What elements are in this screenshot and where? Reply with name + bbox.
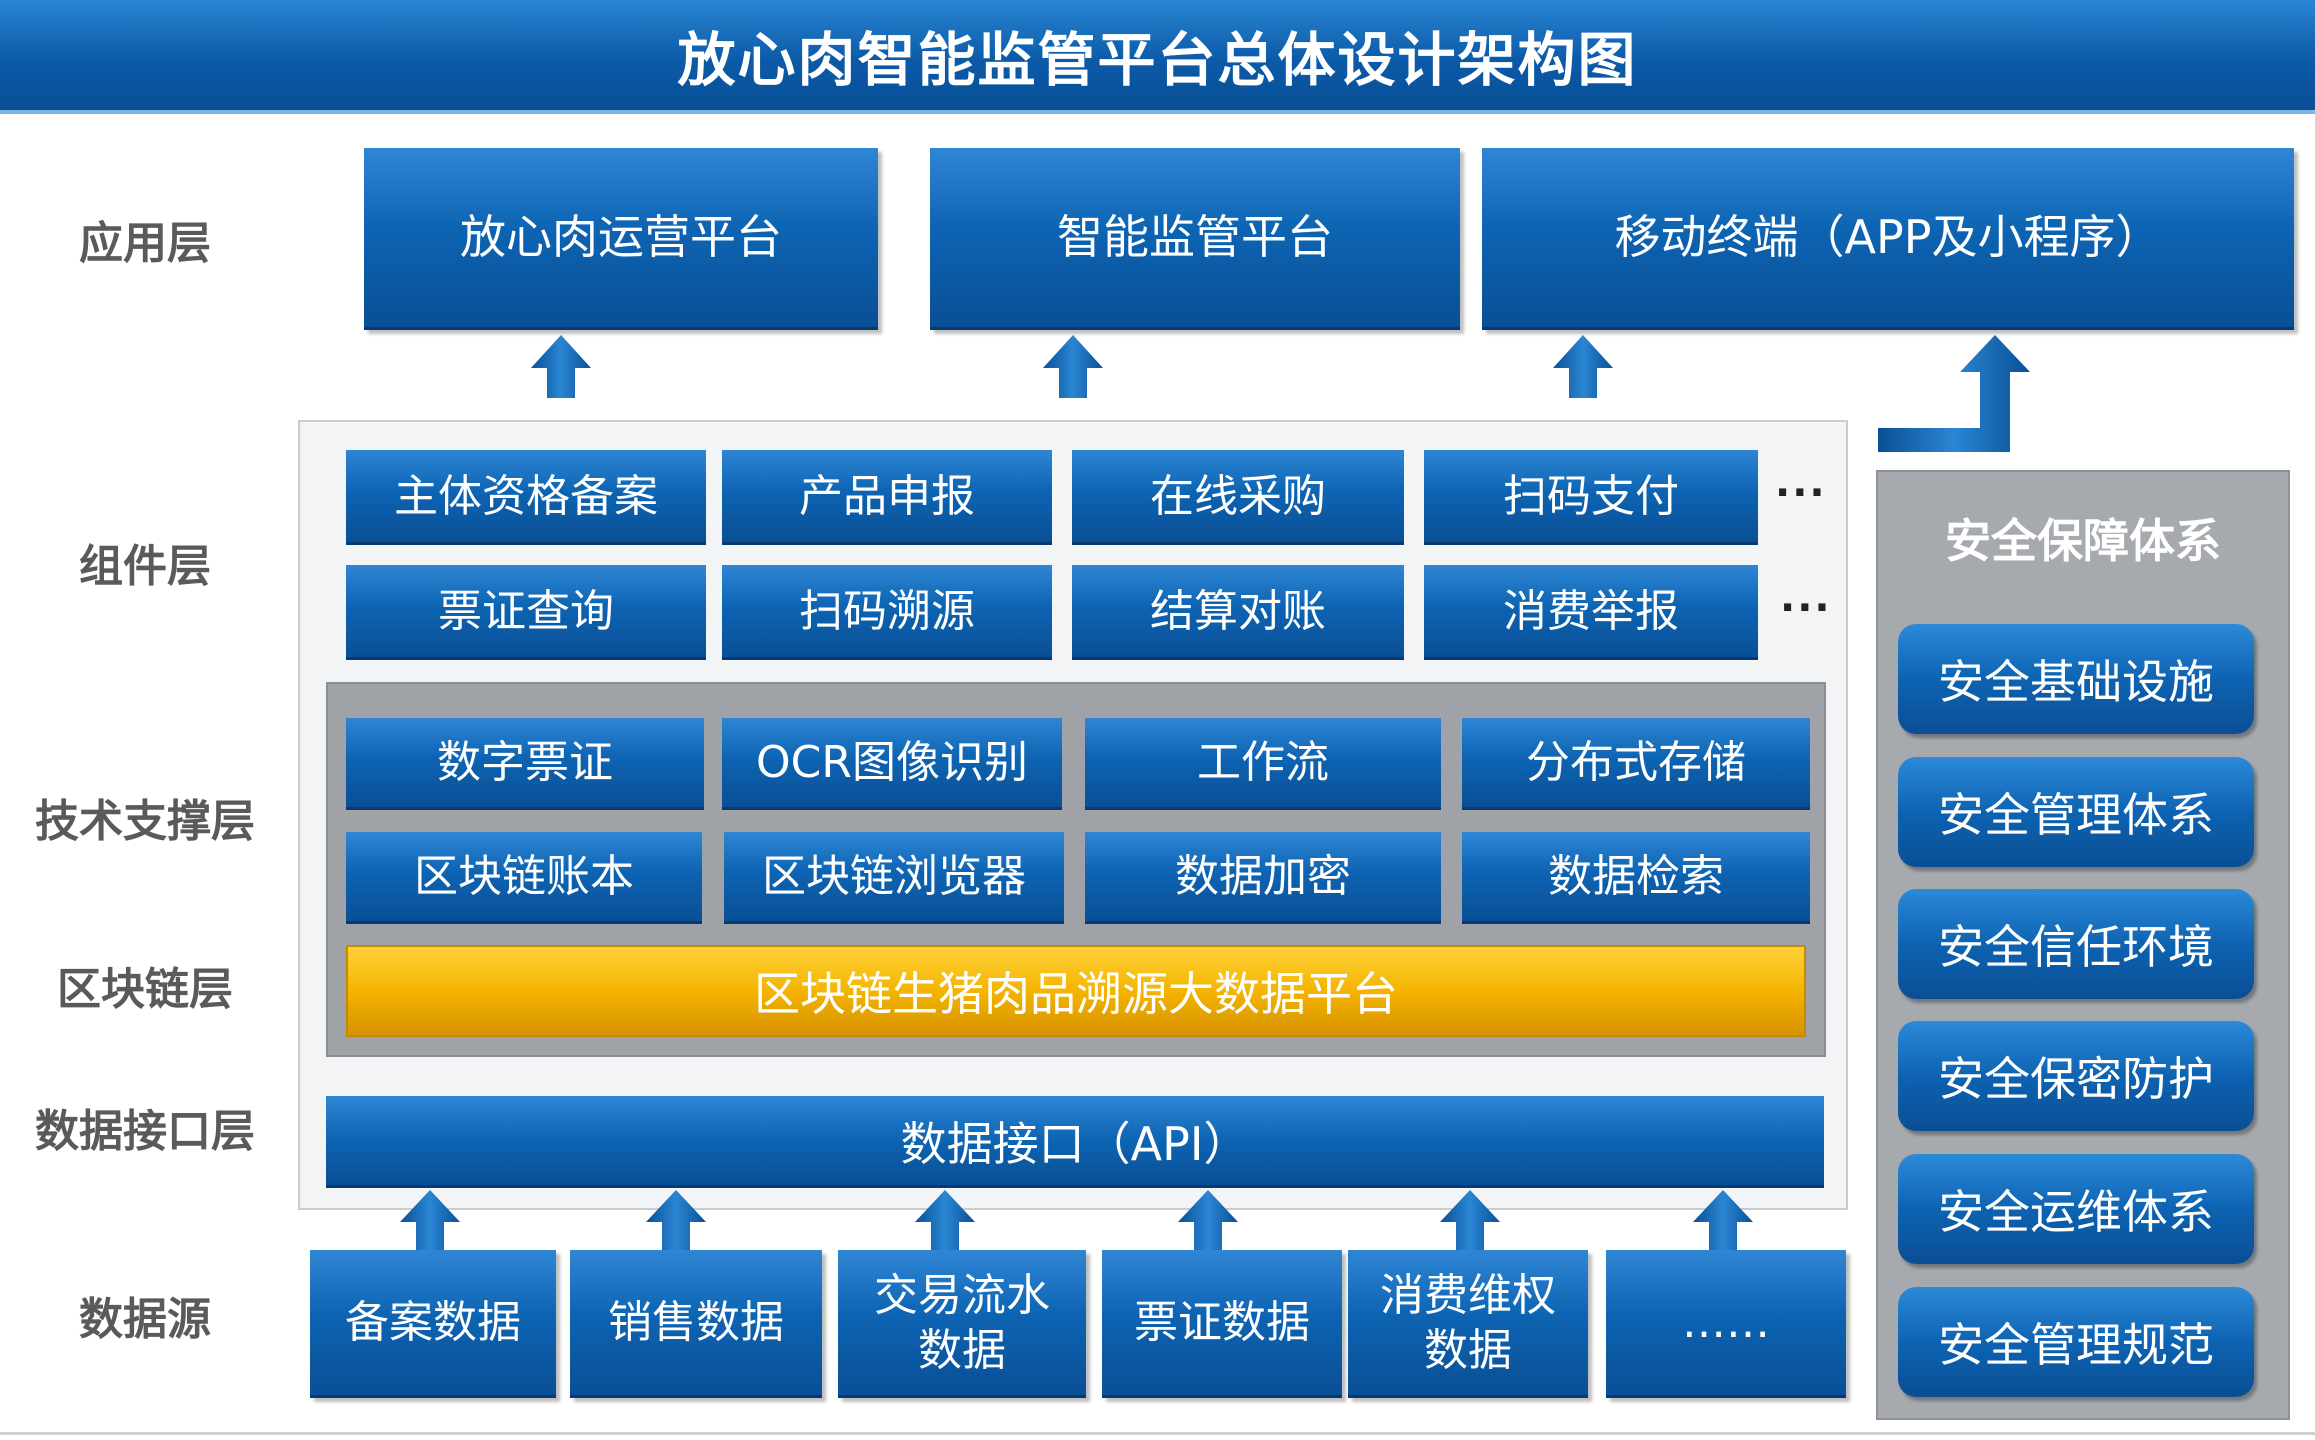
page-title: 放心肉智能监管平台总体设计架构图 — [0, 0, 2315, 114]
layer-label-data-interface: 数据接口层 — [35, 1106, 255, 1157]
layer-label-application: 应用层 — [79, 218, 211, 269]
security-item-infrastructure[interactable]: 安全基础设施 — [1898, 624, 2254, 734]
source-sales-data[interactable]: 销售数据 — [570, 1250, 822, 1398]
component-ticket-query[interactable]: 票证查询 — [346, 565, 706, 660]
tech-workflow[interactable]: 工作流 — [1085, 718, 1441, 810]
up-arrow-icon — [646, 1190, 706, 1250]
source-filing-data[interactable]: 备案数据 — [310, 1250, 556, 1398]
up-arrow-icon — [915, 1190, 975, 1250]
component-scan-trace[interactable]: 扫码溯源 — [722, 565, 1052, 660]
security-item-operations[interactable]: 安全运维体系 — [1898, 1154, 2254, 1264]
layer-label-data-source: 数据源 — [79, 1294, 211, 1345]
security-item-regulations[interactable]: 安全管理规范 — [1898, 1287, 2254, 1397]
tech-data-retrieval[interactable]: 数据检索 — [1462, 832, 1810, 924]
layer-label-blockchain: 区块链层 — [57, 964, 233, 1015]
security-item-management-system[interactable]: 安全管理体系 — [1898, 757, 2254, 867]
bent-arrow-icon — [1878, 335, 2030, 452]
component-row1-ellipsis: ··· — [1775, 470, 1827, 516]
app-mobile-terminal[interactable]: 移动终端（APP及小程序） — [1482, 148, 2294, 330]
component-product-declaration[interactable]: 产品申报 — [722, 450, 1052, 545]
source-ticket-data[interactable]: 票证数据 — [1102, 1250, 1342, 1398]
up-arrow-icon — [1178, 1190, 1238, 1250]
data-interface-api[interactable]: 数据接口（API） — [326, 1096, 1824, 1188]
component-scan-payment[interactable]: 扫码支付 — [1424, 450, 1758, 545]
up-arrow-icon — [531, 335, 591, 398]
security-title: 安全保障体系 — [1945, 514, 2221, 568]
source-more[interactable]: …… — [1606, 1250, 1846, 1398]
tech-distributed-storage[interactable]: 分布式存储 — [1462, 718, 1810, 810]
up-arrow-icon — [1553, 335, 1613, 398]
source-transaction-data[interactable]: 交易流水 数据 — [838, 1250, 1086, 1398]
component-entity-filing[interactable]: 主体资格备案 — [346, 450, 706, 545]
source-consumer-rights-data[interactable]: 消费维权 数据 — [1348, 1250, 1588, 1398]
tech-digital-ticket[interactable]: 数字票证 — [346, 718, 704, 810]
layer-label-component: 组件层 — [79, 541, 211, 592]
up-arrow-icon — [400, 1190, 460, 1250]
up-arrow-icon — [1693, 1190, 1753, 1250]
layer-label-technology: 技术支撑层 — [35, 796, 255, 847]
security-item-confidentiality[interactable]: 安全保密防护 — [1898, 1021, 2254, 1131]
up-arrow-icon — [1440, 1190, 1500, 1250]
tech-blockchain-browser[interactable]: 区块链浏览器 — [724, 832, 1064, 924]
bottom-divider — [0, 1432, 2315, 1435]
app-operation-platform[interactable]: 放心肉运营平台 — [364, 148, 878, 330]
security-item-trust-environment[interactable]: 安全信任环境 — [1898, 889, 2254, 999]
component-consumer-report[interactable]: 消费举报 — [1424, 565, 1758, 660]
component-row2-ellipsis: ··· — [1780, 585, 1832, 631]
tech-data-encryption[interactable]: 数据加密 — [1085, 832, 1441, 924]
component-settlement[interactable]: 结算对账 — [1072, 565, 1404, 660]
blockchain-platform[interactable]: 区块链生猪肉品溯源大数据平台 — [346, 945, 1806, 1037]
tech-ocr[interactable]: OCR图像识别 — [722, 718, 1062, 810]
up-arrow-icon — [1043, 335, 1103, 398]
app-supervision-platform[interactable]: 智能监管平台 — [930, 148, 1460, 330]
component-online-purchase[interactable]: 在线采购 — [1072, 450, 1404, 545]
tech-blockchain-ledger[interactable]: 区块链账本 — [346, 832, 702, 924]
